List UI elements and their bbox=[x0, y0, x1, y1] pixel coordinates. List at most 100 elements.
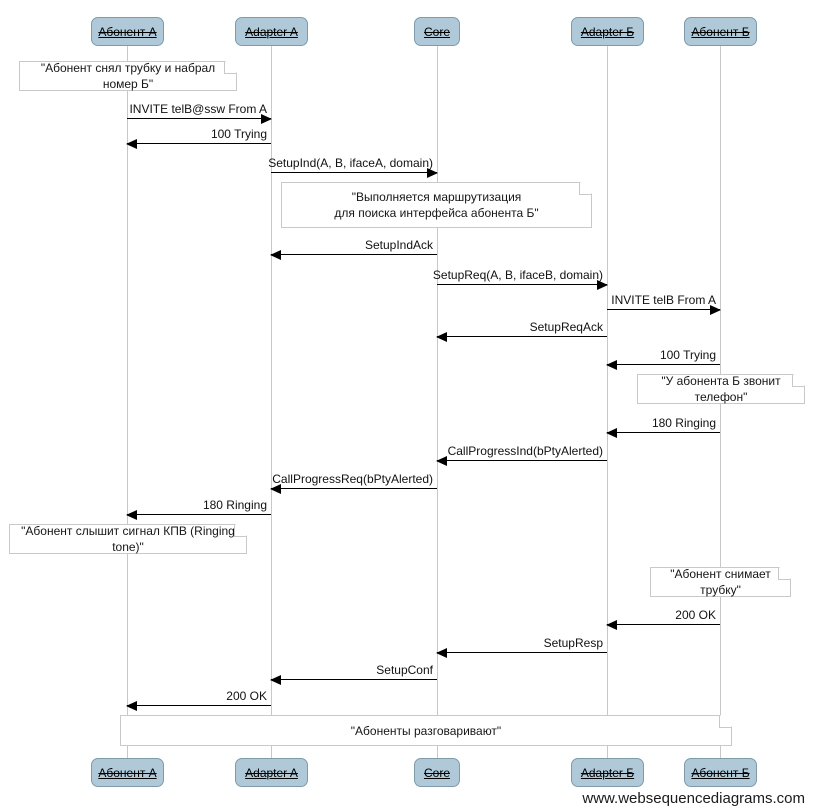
arrowhead-icon-m15 bbox=[270, 674, 281, 685]
arrowhead-icon-m2 bbox=[126, 138, 137, 149]
message-m6: INVITE telB From A bbox=[607, 292, 721, 315]
message-m11: CallProgressReq(bPtyAlerted) bbox=[270, 471, 437, 494]
message-m1: INVITE telB@ssw From A bbox=[127, 101, 272, 124]
note-text-n5: "Абонент снимает трубку" bbox=[670, 567, 771, 597]
message-label-m3: SetupInd(A, B, ifaceA, domain) bbox=[268, 156, 433, 170]
arrowhead-icon-m4 bbox=[270, 249, 281, 260]
arrowhead-icon-m13 bbox=[606, 619, 617, 630]
message-label-m4: SetupIndAck bbox=[364, 238, 433, 252]
participant-box-core-top[interactable]: Core bbox=[414, 17, 460, 46]
message-m8: 100 Trying bbox=[606, 347, 720, 370]
participant-box-abonent-a-top[interactable]: Абонент А bbox=[91, 17, 164, 46]
participant-label-core-bottom: Core bbox=[423, 765, 450, 780]
note-text-n4: "Абонент слышит сигнал КПВ (Ringing tone… bbox=[21, 524, 235, 554]
message-line-m3 bbox=[271, 172, 437, 173]
message-m4: SetupIndAck bbox=[270, 237, 437, 260]
message-line-m14 bbox=[437, 652, 607, 653]
message-line-m13 bbox=[607, 624, 720, 625]
participant-box-adapter-a-top[interactable]: Adapter A bbox=[235, 17, 308, 46]
message-line-m8 bbox=[607, 364, 720, 365]
note-box-n3: "У абонента Б звонит телефон" bbox=[637, 374, 805, 404]
message-m16: 200 OK bbox=[126, 688, 271, 711]
message-label-m11: CallProgressReq(bPtyAlerted) bbox=[272, 472, 433, 486]
message-m15: SetupConf bbox=[270, 662, 437, 685]
note-text-n3: "У абонента Б звонит телефон" bbox=[661, 374, 781, 404]
message-label-m12: 180 Ringing bbox=[202, 498, 267, 512]
participant-box-core-bottom[interactable]: Core bbox=[414, 758, 460, 787]
participant-box-abonent-a-bottom[interactable]: Абонент А bbox=[91, 758, 164, 787]
message-m2: 100 Trying bbox=[126, 126, 271, 149]
lifeline-adapter-a bbox=[271, 46, 272, 758]
arrowhead-icon-m5 bbox=[597, 279, 608, 290]
participant-box-adapter-a-bottom[interactable]: Adapter A bbox=[235, 758, 308, 787]
participant-label-abonent-b-bottom: Абонент Б bbox=[691, 765, 750, 780]
arrowhead-icon-m10 bbox=[436, 455, 447, 466]
note-box-n4: "Абонент слышит сигнал КПВ (Ringing tone… bbox=[9, 524, 247, 554]
lifeline-abonent-a bbox=[127, 46, 128, 758]
message-m12: 180 Ringing bbox=[126, 497, 271, 520]
note-text-n2: "Выполняется маршрутизация для поиска ин… bbox=[334, 190, 539, 220]
message-m5: SetupReq(A, B, ifaceB, domain) bbox=[433, 267, 608, 290]
arrowhead-icon-m7 bbox=[436, 331, 447, 342]
message-line-m4 bbox=[271, 254, 437, 255]
message-m3: SetupInd(A, B, ifaceA, domain) bbox=[268, 155, 438, 178]
participant-label-adapter-a-bottom: Adapter A bbox=[245, 765, 298, 780]
message-line-m9 bbox=[607, 432, 720, 433]
arrowhead-icon-m16 bbox=[126, 700, 137, 711]
message-label-m16: 200 OK bbox=[226, 689, 267, 703]
message-label-m2: 100 Trying bbox=[210, 127, 267, 141]
participant-label-adapter-b-bottom: Adapter Б bbox=[580, 765, 635, 780]
message-line-m6 bbox=[607, 309, 720, 310]
message-m9: 180 Ringing bbox=[606, 415, 720, 438]
message-line-m15 bbox=[271, 679, 437, 680]
arrowhead-icon-m11 bbox=[270, 483, 281, 494]
participant-label-abonent-a-bottom: Абонент А bbox=[98, 765, 157, 780]
arrowhead-icon-m14 bbox=[436, 647, 447, 658]
participant-box-adapter-b-top[interactable]: Adapter Б bbox=[571, 17, 644, 46]
message-label-m13: 200 OK bbox=[675, 608, 716, 622]
note-text-n6: "Абоненты разговаривают" bbox=[350, 723, 502, 738]
message-m13: 200 OK bbox=[606, 607, 720, 630]
participant-box-adapter-b-bottom[interactable]: Adapter Б bbox=[571, 758, 644, 787]
note-box-n2: "Выполняется маршрутизация для поиска ин… bbox=[281, 182, 592, 228]
arrowhead-icon-m3 bbox=[427, 167, 438, 178]
message-label-m8: 100 Trying bbox=[659, 348, 716, 362]
participant-label-adapter-a-top: Adapter A bbox=[245, 24, 298, 39]
note-box-n5: "Абонент снимает трубку" bbox=[650, 567, 791, 597]
message-line-m7 bbox=[437, 336, 607, 337]
arrowhead-icon-m9 bbox=[606, 427, 617, 438]
participant-box-abonent-b-bottom[interactable]: Абонент Б bbox=[684, 758, 757, 787]
message-label-m6: INVITE telB From A bbox=[611, 293, 716, 307]
participant-box-abonent-b-top[interactable]: Абонент Б bbox=[684, 17, 757, 46]
message-line-m10 bbox=[437, 460, 607, 461]
participant-label-adapter-b-top: Adapter Б bbox=[580, 24, 635, 39]
arrowhead-icon-m6 bbox=[710, 304, 721, 315]
message-line-m16 bbox=[127, 705, 271, 706]
note-box-n6: "Абоненты разговаривают" bbox=[120, 715, 732, 746]
message-line-m12 bbox=[127, 514, 271, 515]
message-label-m1: INVITE telB@ssw From A bbox=[129, 102, 267, 116]
message-line-m1 bbox=[127, 118, 271, 119]
message-label-m9: 180 Ringing bbox=[651, 416, 716, 430]
note-text-n1: "Абонент снял трубку и набрал номер Б" bbox=[40, 61, 216, 91]
message-m14: SetupResp bbox=[436, 635, 607, 658]
arrowhead-icon-m8 bbox=[606, 359, 617, 370]
message-label-m5: SetupReq(A, B, ifaceB, domain) bbox=[432, 268, 603, 282]
message-m7: SetupReqAck bbox=[436, 319, 607, 342]
lifeline-core bbox=[437, 46, 438, 758]
message-line-m11 bbox=[271, 488, 437, 489]
participant-label-abonent-a-top: Абонент А bbox=[98, 24, 157, 39]
note-box-n1: "Абонент снял трубку и набрал номер Б" bbox=[19, 61, 237, 91]
arrowhead-icon-m12 bbox=[126, 509, 137, 520]
message-label-m15: SetupConf bbox=[376, 663, 433, 677]
arrowhead-icon-m1 bbox=[261, 113, 272, 124]
footer-credit-text: www.websequencediagrams.com bbox=[582, 790, 805, 807]
message-label-m10: CallProgressInd(bPtyAlerted) bbox=[447, 444, 603, 458]
message-line-m5 bbox=[437, 284, 607, 285]
lifeline-adapter-b bbox=[607, 46, 608, 758]
message-m10: CallProgressInd(bPtyAlerted) bbox=[436, 443, 607, 466]
participant-label-core-top: Core bbox=[423, 24, 450, 39]
participant-label-abonent-b-top: Абонент Б bbox=[691, 24, 750, 39]
message-label-m7: SetupReqAck bbox=[529, 320, 603, 334]
